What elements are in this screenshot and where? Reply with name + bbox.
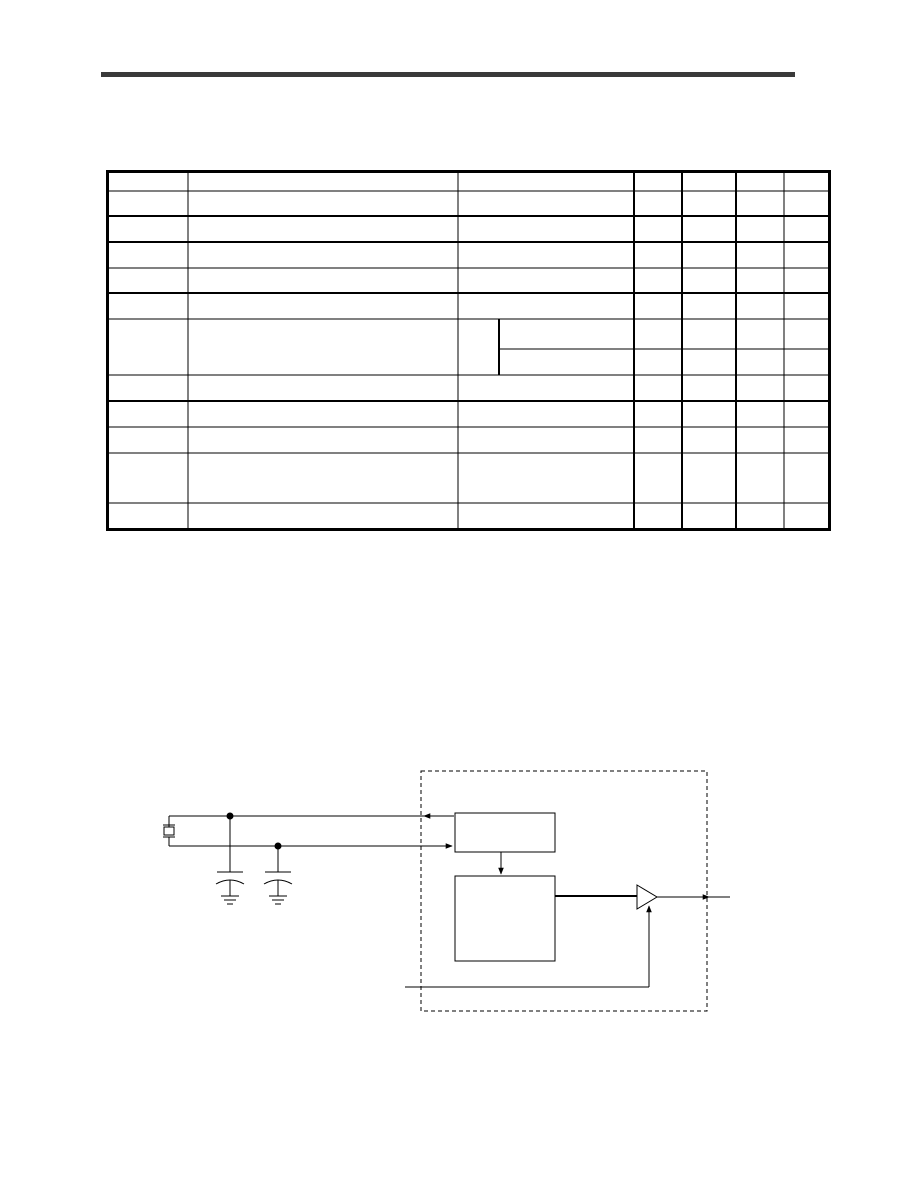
oscillator-block [454,812,556,853]
chip-boundary [420,770,708,1012]
load-capacitor-2-icon [263,846,293,905]
output-buffer-icon [636,884,658,910]
table-border [106,170,831,531]
oscillator-block-diagram [163,770,730,1012]
load-capacitor-1-icon [215,816,245,905]
divider-block [454,875,556,962]
crystal-icon [163,816,175,846]
spec-table [106,170,831,531]
header-rule [101,72,795,77]
